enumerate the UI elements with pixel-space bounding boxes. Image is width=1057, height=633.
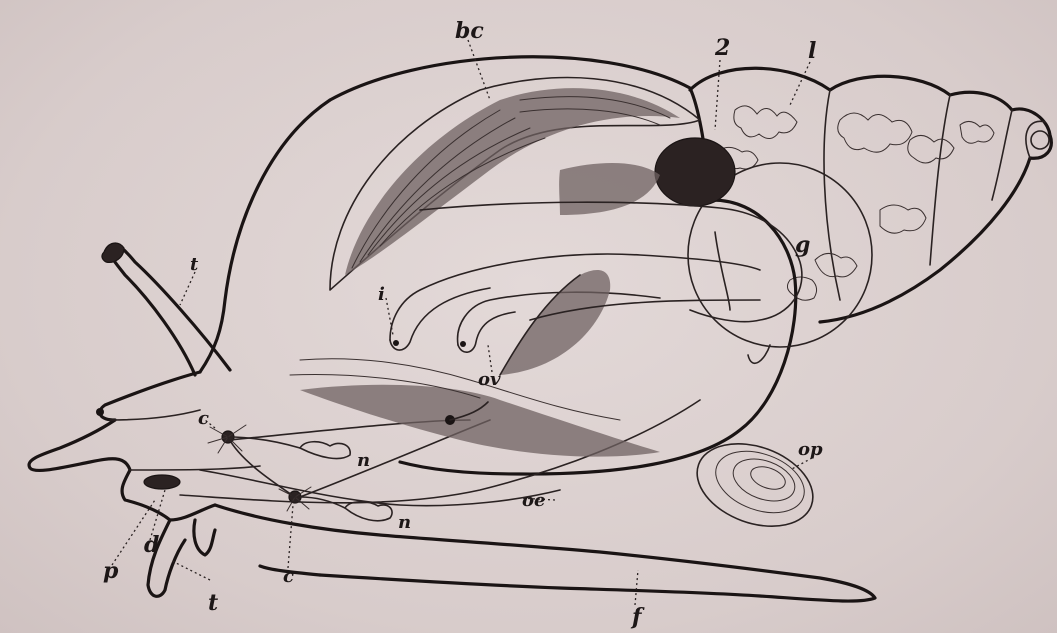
label-d: d [144,532,159,558]
label-g: g [795,232,810,258]
label-i: i [378,284,385,305]
label-p: p [103,558,119,584]
label-f: f [630,604,645,630]
label-t-lower: t [208,590,218,616]
label-t-upper: t [190,254,199,275]
label-2: 2 [714,35,730,61]
label-op: op [798,439,823,460]
label-l: l [808,38,816,64]
label-ov: ov [478,369,501,390]
labels: bc 2 l g t i ov op c n n oe p d c t f [103,18,823,630]
label-oe: oe [522,490,545,511]
label-c-lower: c [283,566,294,587]
label-n-lower: n [398,512,411,533]
digestive-gland-g [420,202,802,321]
shell-spire [690,68,1051,322]
label-n-upper: n [357,450,370,471]
label-bc: bc [455,18,484,44]
label-c-upper: c [198,408,209,429]
